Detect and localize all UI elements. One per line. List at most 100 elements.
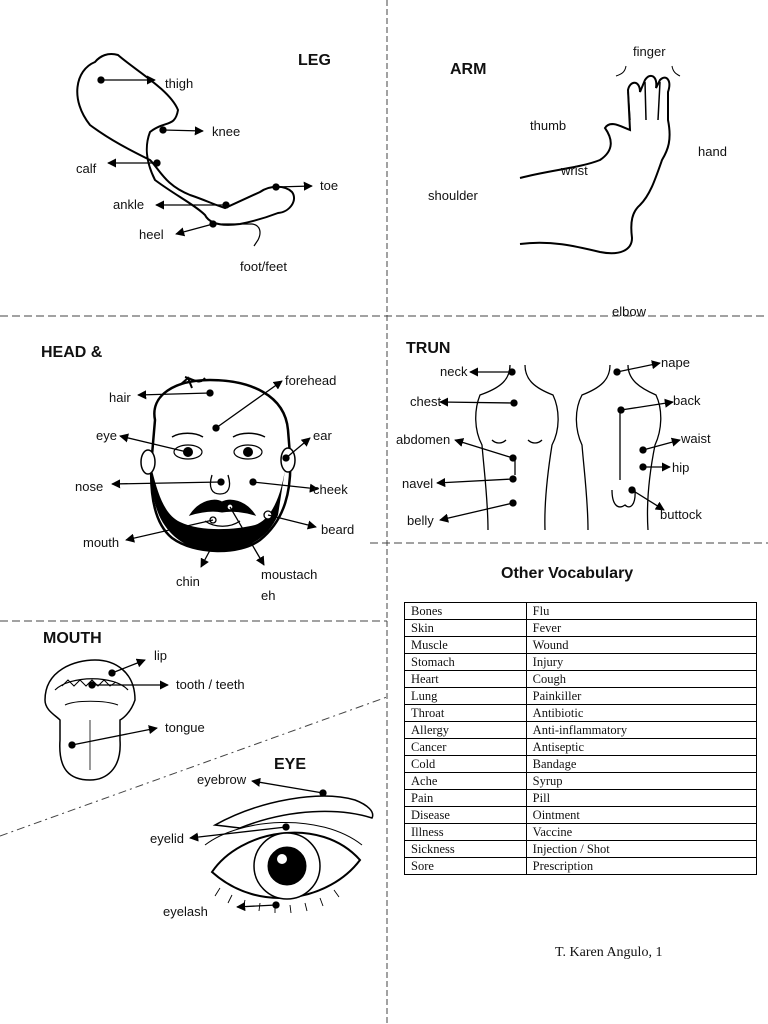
label-buttock: buttock: [660, 507, 702, 522]
vocab-term-right: Anti-inflammatory: [525, 721, 758, 739]
vocab-term-left: Stomach: [404, 653, 527, 671]
mouth-arrows: [68, 658, 169, 749]
leg-arrows: [97, 75, 313, 237]
label-eyebrow: eyebrow: [197, 772, 247, 787]
label-back: back: [673, 393, 701, 408]
eye-title: EYE: [274, 756, 307, 773]
trunk-illustration: [475, 364, 662, 531]
vocab-term-left: Lung: [404, 687, 527, 705]
label-knee: knee: [212, 124, 241, 139]
author-credit: T. Karen Angulo, 1: [555, 945, 663, 960]
vocab-term-right: Prescription: [525, 857, 758, 875]
label-lip: lip: [154, 648, 168, 663]
vocab-term-right: Pill: [525, 789, 758, 807]
label-thigh: thigh: [165, 76, 194, 91]
mouth-illustration: [44, 659, 136, 781]
label-abdomen: abdomen: [396, 432, 451, 447]
label-nose: nose: [75, 479, 104, 494]
label-nape: nape: [661, 355, 690, 370]
label-mouth: mouth: [83, 535, 120, 550]
label-navel: navel: [402, 476, 434, 491]
vocab-term-left: Skin: [404, 619, 527, 637]
label-tongue: tongue: [165, 720, 205, 735]
label-hair: hair: [109, 390, 131, 405]
label-shoulder: shoulder: [428, 188, 478, 203]
label-heel: heel: [139, 227, 164, 242]
label-wrist: wrist: [561, 163, 588, 178]
eye-illustration: [204, 795, 374, 914]
vocab-term-right: Injection / Shot: [525, 840, 758, 858]
vocab-term-right: Antiseptic: [525, 738, 758, 756]
head-title: HEAD &: [41, 344, 103, 361]
vocab-term-left: Illness: [404, 823, 527, 841]
head-illustration: [140, 376, 296, 553]
label-chin: chin: [176, 574, 200, 589]
label-waist: waist: [681, 431, 711, 446]
trunk-arrows: [436, 360, 681, 523]
vocab-term-right: Fever: [525, 619, 758, 637]
mouth-title: MOUTH: [43, 630, 102, 647]
vocab-term-left: Sickness: [404, 840, 527, 858]
vocab-term-right: Flu: [525, 602, 758, 620]
label-thumb: thumb: [530, 118, 567, 133]
label-forehead: forehead: [285, 373, 337, 388]
trunk-title: TRUN: [406, 340, 451, 357]
vocab-term-left: Bones: [404, 602, 527, 620]
label-elbow: elbow: [612, 304, 646, 319]
label-hip: hip: [672, 460, 690, 475]
label-moustache-line1: moustach: [261, 567, 318, 582]
vocab-term-right: Ointment: [525, 806, 758, 824]
vocab-term-right: Cough: [525, 670, 758, 688]
label-chest: chest: [410, 394, 442, 409]
vocab-term-right: Painkiller: [525, 687, 758, 705]
vocab-term-left: Throat: [404, 704, 527, 722]
label-ankle: ankle: [113, 197, 145, 212]
label-neck: neck: [440, 364, 468, 379]
label-belly: belly: [407, 513, 434, 528]
label-eyelid: eyelid: [150, 831, 184, 846]
vocab-term-right: Vaccine: [525, 823, 758, 841]
vocab-term-left: Heart: [404, 670, 527, 688]
label-finger: finger: [633, 44, 666, 59]
vocab-term-left: Sore: [404, 857, 527, 875]
vocab-term-left: Cancer: [404, 738, 527, 756]
vocab-term-left: Pain: [404, 789, 527, 807]
vocab-term-right: Wound: [525, 636, 758, 654]
arm-illustration: [519, 65, 681, 255]
vocab-term-right: Syrup: [525, 772, 758, 790]
label-toe: toe: [320, 178, 339, 193]
label-eyelash: eyelash: [163, 904, 208, 919]
label-tooth: tooth / teeth: [176, 677, 245, 692]
leg-illustration: [76, 52, 296, 247]
vocab-term-right: Injury: [525, 653, 758, 671]
label-eye: eye: [96, 428, 117, 443]
vocab-term-left: Cold: [404, 755, 527, 773]
label-foot: foot/feet: [240, 259, 287, 274]
vocab-term-left: Allergy: [404, 721, 527, 739]
label-calf: calf: [76, 161, 97, 176]
vocab-term-right: Antibiotic: [525, 704, 758, 722]
label-moustache-line2: eh: [261, 588, 276, 603]
label-beard: beard: [321, 522, 355, 537]
vocabulary-title: Other Vocabulary: [501, 565, 634, 582]
leg-title: LEG: [298, 52, 331, 69]
arm-title: ARM: [450, 61, 487, 78]
eye-arrows: [189, 777, 327, 912]
label-hand: hand: [698, 144, 727, 159]
vocab-term-left: Muscle: [404, 636, 527, 654]
